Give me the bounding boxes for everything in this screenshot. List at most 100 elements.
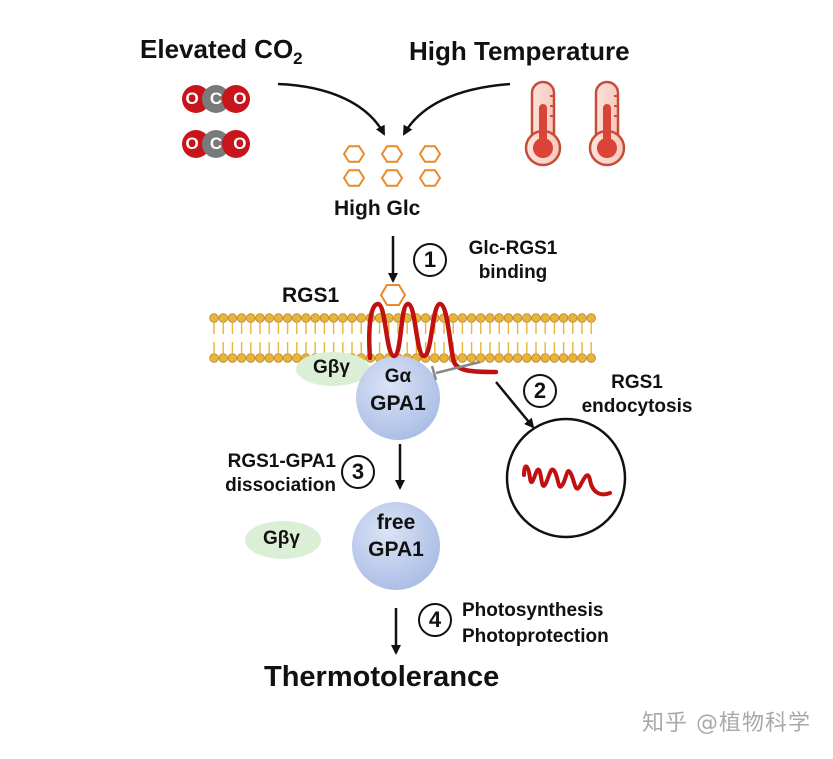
lipid-head — [246, 313, 256, 323]
galpha-gpa1-sphere — [356, 356, 440, 440]
rgs1-label: RGS1 — [282, 284, 340, 307]
free-gpa1-label: GPA1 — [368, 538, 424, 561]
free-label: free — [376, 511, 416, 534]
rgs1-inhibition — [435, 360, 481, 375]
lipid-head — [503, 313, 514, 323]
lipid-head — [531, 313, 541, 323]
elevated-co2-label: Elevated CO2 — [140, 34, 303, 69]
gpa1-label: GPA1 — [370, 392, 426, 415]
lipid-head — [218, 353, 228, 363]
lipid-head — [209, 353, 219, 363]
lipid-head — [485, 313, 495, 323]
lipid-head — [301, 313, 311, 323]
lipid-head — [568, 313, 578, 323]
high-temperature-label: High Temperature — [409, 36, 630, 66]
arrow-icon — [495, 381, 535, 429]
lipid-head — [255, 313, 265, 323]
glucose-hexagon-icon — [342, 169, 366, 187]
lipid-head — [319, 313, 330, 323]
lipid-head — [522, 313, 532, 323]
lipid-head — [503, 353, 514, 363]
lipid-head — [255, 353, 265, 363]
lipid-head — [549, 313, 560, 323]
lipid-head — [328, 313, 339, 323]
lipid-head — [292, 353, 302, 363]
lipid-head — [273, 313, 284, 323]
thermometer-icon — [524, 80, 562, 167]
watermark: 知乎 @植物科学 — [642, 711, 811, 736]
rgs1-protein-internalized — [522, 464, 612, 497]
lipid-head — [549, 353, 560, 363]
glucose-hexagon-icon — [418, 169, 442, 187]
lipid-head — [558, 353, 569, 363]
co2-arrow — [277, 82, 386, 136]
step-2-badge: 2 — [523, 374, 557, 408]
lipid-head — [522, 353, 532, 363]
lipid-head — [282, 313, 293, 323]
lipid-head — [227, 313, 238, 323]
lipid-head — [236, 313, 247, 323]
lipid-head — [586, 313, 596, 323]
lipid-head — [568, 353, 578, 363]
co2-molecule-icon — [182, 130, 250, 158]
glucose-hexagon-icon — [342, 145, 366, 163]
lipid-head — [586, 353, 596, 363]
lipid-head — [457, 353, 468, 363]
thermometer-icon — [588, 80, 626, 167]
lipid-head — [292, 313, 302, 323]
lipid-head — [338, 313, 348, 323]
lipid-head — [466, 313, 477, 323]
lipid-head — [494, 353, 504, 363]
step-4-badge: 4 — [418, 603, 452, 637]
lipid-head — [512, 313, 523, 323]
step-2-text: RGS1 endocytosis — [581, 372, 693, 417]
step-1-badge: 1 — [413, 243, 447, 277]
co2-molecule-icon — [182, 85, 250, 113]
lipid-head — [476, 313, 486, 323]
lipid-head — [264, 353, 274, 363]
glucose-hexagon-icon — [418, 145, 442, 163]
step-1-text: Glc-RGS1 binding — [468, 238, 558, 283]
lipid-head — [577, 353, 587, 363]
gbg-subunit-upper — [296, 352, 370, 386]
gbg-label-lower: Gβγ — [263, 528, 300, 549]
glucose-hexagon-icon — [380, 169, 404, 187]
lipid-head — [430, 353, 440, 363]
step-3-text: RGS1-GPA1 dissociation — [225, 451, 336, 496]
lipid-head — [218, 313, 228, 323]
rgs1-protein — [367, 301, 499, 375]
lipid-head — [246, 353, 256, 363]
lipid-head — [273, 353, 284, 363]
lipid-head — [310, 313, 320, 323]
step-3-badge: 3 — [341, 455, 375, 489]
lipid-head — [512, 353, 523, 363]
galpha-label: Gα — [384, 366, 412, 387]
glucose-hexagon-icon — [342, 145, 442, 187]
lipid-head — [466, 353, 477, 363]
gbg-subunit-lower — [245, 521, 321, 559]
lipid-head — [485, 353, 495, 363]
lipid-head — [558, 313, 569, 323]
lipid-head — [282, 353, 293, 363]
high-glc-label: High Glc — [334, 197, 421, 220]
step-4-text: Photosynthesis Photoprotection — [462, 600, 609, 647]
lipid-head — [540, 313, 550, 323]
glucose-hexagon-icon — [380, 145, 404, 163]
thermotolerance-label: Thermotolerance — [264, 661, 500, 693]
free-gpa1-sphere — [352, 502, 440, 590]
lipid-head — [356, 313, 366, 323]
lipid-head — [540, 353, 550, 363]
lipid-head — [209, 313, 219, 323]
lipid-head — [264, 313, 274, 323]
gbg-label-upper: Gβγ — [313, 357, 350, 378]
lipid-head — [448, 313, 458, 323]
lipid-head — [347, 313, 357, 323]
lipid-head — [531, 353, 541, 363]
lipid-head — [227, 353, 238, 363]
lipid-head — [494, 313, 504, 323]
lipid-head — [236, 353, 247, 363]
